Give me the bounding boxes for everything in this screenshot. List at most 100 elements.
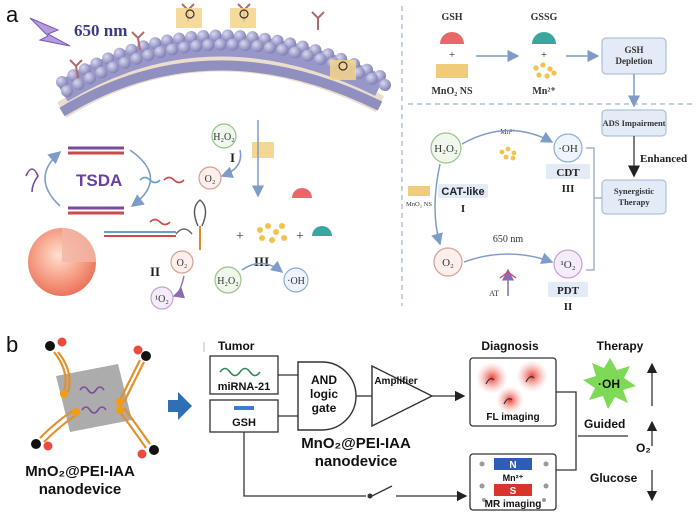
pdt-number: II [564,301,573,313]
o2-label-right: O₂ [442,257,454,269]
lipid-head [251,40,264,53]
lipid-head [301,49,314,62]
step-three-label-a: III [254,254,269,269]
lipid-head [271,34,284,47]
lipid-head [161,34,174,47]
lipid-head [239,39,252,52]
lipid-head [214,38,227,51]
lipid-head [130,52,143,65]
enhanced-label: Enhanced [640,153,687,165]
lipid-head [190,40,203,52]
lipid-head [226,38,239,51]
mn-ion-dots-a [257,223,287,243]
o2-label-a2: O₂ [177,258,188,269]
svg-text:+: + [236,229,244,244]
panel-a: a 650 nm [6,2,391,310]
diagnosis-label: Diagnosis [481,339,539,353]
therapy-label: Therapy [597,339,644,353]
oh-label-right: ·OH [558,143,578,155]
aptamer-probe-icons [176,8,356,80]
lipid-head [154,46,167,59]
mn2-label: Mn²⁺ [532,86,555,97]
amplifier-label: Amplifier [374,376,417,387]
lipid-head [314,53,327,66]
flow-arrow-icon [168,392,192,420]
wavelength-right: 650 nm [493,234,524,245]
lipid-head [83,72,96,85]
tsda-cycle: TSDA [25,146,185,215]
lipid-head [118,56,131,69]
lipid-head [202,39,215,51]
lipid-head [56,76,68,88]
h2o2-label-a2: H₂O₂ [217,276,238,287]
h2o2-label-right: H₂O₂ [434,143,458,155]
mr-mn-label: Mn²⁺ [503,473,524,483]
svg-text:+: + [296,229,304,244]
amplifier [371,364,434,428]
lipid-head [289,46,302,59]
gsh-label-b: GSH [232,417,256,429]
lipid-head [113,47,126,60]
step-one-label-a: I [230,150,235,165]
lipid-head [234,30,247,43]
tumor-label: Tumor [218,339,255,353]
cat-like-label: CAT-like [441,186,484,198]
h2o2-label-a: H₂O₂ [213,132,234,143]
mno2-sheet-icon-small [408,186,430,196]
mr-imaging-label: MR imaging [485,499,542,510]
lipid-head [90,57,103,70]
lipid-head [258,32,271,45]
nanodevice-illustration [31,337,159,459]
lipid-head [95,66,108,79]
lipid-head [263,41,276,54]
lipid-head [209,29,222,42]
mr-imaging-box [469,453,557,511]
cat-number: I [461,203,465,215]
o2-label-a: O₂ [205,174,216,185]
gsh-label: GSH [441,12,462,23]
lightning-icon [29,17,71,47]
step-two-label-a: II [150,264,160,279]
lipid-head [178,41,191,54]
lipid-head [166,43,179,56]
lipid-head [185,31,198,43]
glucose-label: Glucose [590,471,638,485]
panel-b-label: b [6,332,18,357]
gsh-cap-icon-a [292,188,312,198]
guided-label: Guided [584,417,625,431]
lipid-head [197,30,210,42]
and-logic-gate [297,361,357,431]
synergistic-therapy-box [601,179,667,215]
switch-icon [371,485,393,497]
mno2-ns-small-label: MnO₂ NS [406,201,432,208]
mno2-sheet-icon [436,64,468,78]
oh-burst-icon [583,358,636,409]
mr-n-label: N [509,460,516,471]
plus-1: + [449,49,455,61]
lipid-head [142,49,155,62]
lipid-head [149,37,162,50]
wavelength-label: 650 nm [74,21,127,40]
at-label: AT [489,289,499,298]
plus-2: + [541,49,547,61]
lipid-head [276,43,289,56]
lipid-head [61,85,73,97]
lipid-head [246,31,259,44]
panel-a-label: a [6,2,19,27]
oh-label-b: ·OH [598,377,620,391]
lipid-head [72,78,85,91]
pdt-label: PDT [557,285,580,297]
gssg-cap-icon [532,32,556,44]
lipid-head [221,29,234,42]
tsda-label: TSDA [76,171,122,190]
ads-impairment-label: ADS Impairment [602,118,665,128]
cdt-label: CDT [556,167,580,179]
fl-imaging-label: FL imaging [486,412,539,423]
